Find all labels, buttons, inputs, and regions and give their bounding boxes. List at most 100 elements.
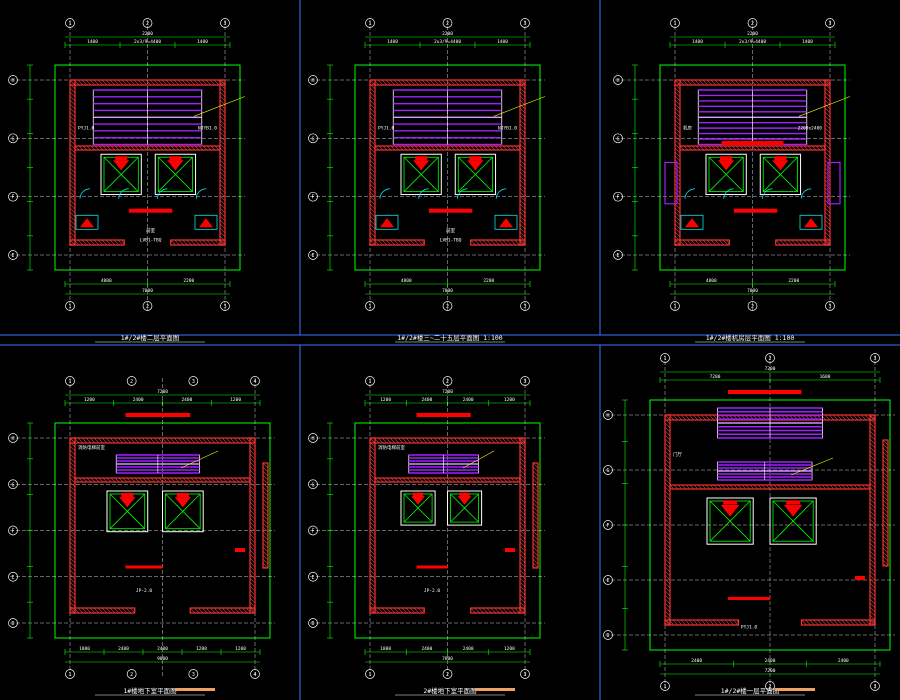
equipment-marker	[855, 576, 865, 580]
wall-hatch-line	[219, 191, 226, 198]
axis-bubble	[8, 433, 18, 443]
drawing-title: 1#/2#楼机房层平面图 1:100	[706, 333, 795, 342]
axis-label: 1	[673, 21, 676, 27]
wall-hatch-line	[129, 607, 135, 614]
wall-hatch-line	[532, 470, 539, 477]
wall-hatch-line	[69, 505, 76, 512]
wall-hatch-line	[711, 145, 717, 151]
wall-hatch-line	[434, 477, 440, 483]
wall-hatch-line	[664, 474, 671, 481]
wall-hatch-line	[722, 79, 729, 86]
wall-hatch-line	[198, 145, 204, 151]
wall-hatch-line	[134, 145, 140, 151]
wall-hatch-line	[726, 79, 733, 86]
wall-hatch-line	[519, 441, 526, 448]
elevator-door-marker	[415, 156, 428, 161]
wall-hatch-line	[519, 541, 526, 548]
wall-hatch-line	[69, 529, 76, 536]
wall-hatch-line	[262, 470, 269, 477]
wall-hatch-line	[219, 223, 226, 230]
wall-hatch-line	[433, 437, 440, 444]
wall-hatch-line	[664, 566, 671, 573]
wall-hatch-line	[125, 79, 132, 86]
wall-hatch-line	[486, 607, 492, 614]
room-note: NJYB1.0	[498, 126, 517, 132]
wall-hatch-line	[369, 489, 376, 496]
wall-hatch-line	[69, 545, 76, 552]
wall-hatch-line	[249, 473, 256, 480]
axis-bubble	[825, 18, 835, 28]
wall-hatch-line	[664, 602, 671, 609]
wall-hatch-line	[249, 573, 256, 580]
wall-hatch-line	[69, 469, 76, 476]
wall-hatch-line	[478, 239, 484, 246]
wall-hatch-line	[369, 505, 376, 512]
elevator-cross-line	[165, 493, 201, 529]
wall-hatch-line	[69, 593, 76, 600]
shaft-outline	[375, 214, 399, 230]
wall-hatch-line	[519, 127, 526, 134]
axis-label: H	[11, 78, 14, 84]
wall-hatch-line	[532, 514, 539, 521]
dimension-label: 1200	[235, 646, 246, 652]
wall-hatch-line	[174, 477, 180, 483]
wall-hatch-line	[369, 509, 376, 516]
wall-hatch-line	[664, 458, 671, 465]
wall-hatch-line	[209, 79, 216, 86]
wall-hatch-line	[197, 437, 204, 444]
wall-hatch-line	[393, 607, 400, 614]
wall-hatch-line	[522, 239, 526, 246]
wall-hatch-line	[519, 445, 526, 452]
wall-hatch-line	[249, 509, 256, 516]
axis-bubble	[765, 681, 775, 691]
wall-hatch-line	[664, 526, 671, 533]
wall-hatch-line	[69, 585, 76, 592]
wall-hatch-line	[532, 534, 539, 541]
wall-hatch-line	[532, 566, 539, 569]
wall-hatch-line	[686, 79, 693, 86]
wall-hatch-line	[446, 145, 452, 151]
dimension-label: 1400	[497, 39, 508, 45]
wall-hatch-line	[369, 461, 376, 468]
wall-hatch-line	[249, 561, 256, 568]
wall-hatch-line	[89, 239, 96, 246]
wall-hatch-line	[249, 521, 256, 528]
axis-label: 2	[446, 21, 449, 27]
wall-hatch-line	[69, 119, 76, 126]
axis-bubble	[308, 250, 318, 260]
wall-hatch-line	[869, 446, 876, 453]
wall-hatch-line	[716, 619, 723, 626]
wall-hatch-line	[173, 437, 180, 444]
wall-hatch-line	[869, 590, 876, 597]
wall-hatch-line	[369, 557, 376, 564]
wall-hatch-line	[410, 145, 416, 151]
wall-hatch-line	[803, 239, 809, 246]
wall-hatch-line	[213, 437, 220, 444]
dimension-label: 2400	[765, 658, 776, 664]
wall-hatch-line	[519, 485, 526, 492]
wall-hatch-line	[219, 183, 226, 190]
room-note: 消防电梯前室	[78, 444, 105, 451]
wall-hatch-line	[85, 239, 92, 246]
wall-hatch-line	[681, 484, 687, 490]
wall-hatch-line	[162, 145, 168, 151]
leader-line	[180, 450, 219, 469]
wall-hatch-line	[397, 79, 404, 86]
wall-hatch-line	[369, 123, 376, 130]
wall-hatch-line	[674, 83, 681, 90]
wall-hatch-line	[869, 510, 876, 517]
wall-hatch-line	[677, 484, 683, 490]
wall-hatch-line	[69, 541, 76, 548]
wall-hatch-line	[779, 145, 785, 151]
axis-bubble	[65, 301, 75, 311]
wall-hatch-line	[249, 477, 256, 484]
wall-hatch-line	[249, 601, 256, 608]
wall-hatch-line	[493, 79, 500, 86]
wall-hatch-line	[690, 79, 697, 86]
wall-hatch-line	[89, 437, 96, 444]
wall-hatch-line	[138, 145, 144, 151]
wall-hatch-line	[89, 607, 96, 614]
wall-hatch-line	[219, 95, 226, 102]
wall-hatch-line	[668, 619, 675, 626]
wall-hatch-line	[398, 145, 404, 151]
